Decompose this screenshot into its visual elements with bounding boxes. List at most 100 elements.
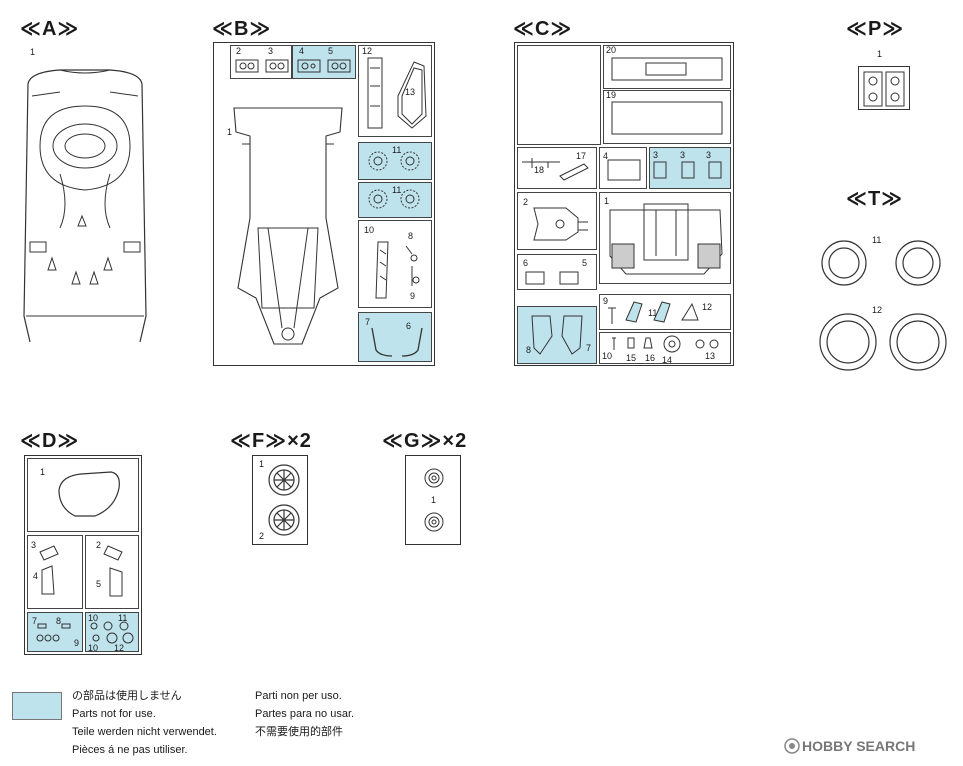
header-g: ≪G≫×2 bbox=[382, 430, 468, 452]
cell-c-20 bbox=[603, 45, 731, 89]
watermark-logo: HOBBY SEARCH bbox=[802, 738, 916, 754]
part-number: 4 bbox=[603, 151, 609, 161]
part-number: 2 bbox=[523, 197, 529, 207]
legend-text-it: Parti non per uso. bbox=[255, 690, 342, 702]
part-number: 11 bbox=[118, 613, 128, 623]
chassis-drawing bbox=[233, 107, 343, 345]
part-number: 3 bbox=[653, 150, 659, 160]
cell-c-2 bbox=[517, 192, 597, 250]
part-number: 5 bbox=[582, 258, 588, 268]
part-number: 2 bbox=[236, 46, 242, 56]
cell-c-17-18 bbox=[517, 147, 597, 189]
cell-b-7-6 bbox=[358, 312, 432, 362]
cell-c-10-13 bbox=[599, 332, 731, 364]
cell-d-1 bbox=[27, 458, 139, 532]
part-number: 9 bbox=[74, 638, 80, 648]
cell-c-blank bbox=[517, 45, 601, 145]
part-number: 8 bbox=[56, 616, 62, 626]
windscreen-drawing bbox=[58, 471, 120, 517]
not-for-use-swatch bbox=[12, 692, 62, 720]
part-number: 7 bbox=[586, 343, 592, 353]
part-number: 12 bbox=[702, 302, 713, 312]
side-plate-drawing bbox=[371, 327, 423, 357]
part-number: 8 bbox=[408, 231, 414, 241]
side-pod-drawing bbox=[531, 315, 583, 355]
cell-d-2-5 bbox=[85, 535, 139, 609]
part-number: 3 bbox=[706, 150, 712, 160]
legend-text-en: Parts not for use. bbox=[72, 708, 156, 720]
header-p: ≪P≫ bbox=[846, 18, 905, 40]
seat-parts-drawing bbox=[235, 59, 351, 73]
part-number: 3 bbox=[31, 540, 37, 550]
cell-c-1 bbox=[599, 192, 731, 284]
part-number: 15 bbox=[626, 353, 637, 363]
suspension-parts-drawing bbox=[608, 301, 699, 324]
hobby-search-logo-icon bbox=[784, 738, 800, 754]
part-number: 3 bbox=[268, 46, 274, 56]
part-number: 11 bbox=[392, 185, 402, 195]
body-shell-drawing bbox=[23, 69, 147, 343]
cell-d-7-9 bbox=[27, 612, 83, 652]
part-number: 3 bbox=[680, 150, 686, 160]
part-number: 4 bbox=[33, 571, 39, 581]
small-plate-drawing bbox=[653, 161, 722, 179]
part-number: 20 bbox=[606, 45, 617, 55]
legend-text-fr: Pièces á ne pas utiliser. bbox=[72, 744, 188, 756]
part-number: 11 bbox=[872, 235, 882, 245]
part-number: 6 bbox=[406, 321, 412, 331]
part-number: 12 bbox=[114, 643, 125, 653]
legend-text-jp: の部品は使用しません bbox=[72, 690, 182, 702]
part-number: 2 bbox=[259, 531, 265, 541]
part-number: 11 bbox=[648, 308, 658, 318]
part-number: 13 bbox=[705, 351, 716, 361]
part-number: 2 bbox=[96, 540, 102, 550]
legend-text-zh: 不需要使用的部件 bbox=[255, 726, 343, 738]
cell-c-9-12 bbox=[599, 294, 731, 330]
sprue-f-frame bbox=[252, 455, 308, 545]
part-number: 1 bbox=[40, 467, 46, 477]
cell-c-3 bbox=[649, 147, 731, 189]
part-number: 12 bbox=[362, 46, 373, 56]
header-c: ≪C≫ bbox=[513, 18, 573, 40]
cell-b-12-13 bbox=[358, 45, 432, 137]
part-number: 9 bbox=[410, 291, 416, 301]
engine-block-drawing bbox=[609, 203, 723, 275]
clear-parts-drawing bbox=[39, 545, 123, 597]
header-d: ≪D≫ bbox=[20, 430, 80, 452]
cell-c-8-7 bbox=[517, 306, 597, 364]
part-number: 13 bbox=[405, 87, 416, 97]
seat-drawing bbox=[533, 207, 588, 241]
part-number: 1 bbox=[227, 127, 233, 137]
header-f: ≪F≫×2 bbox=[230, 430, 312, 452]
hub-parts-drawing bbox=[424, 468, 444, 532]
part-number: 10 bbox=[364, 225, 375, 235]
cell-b-4-5 bbox=[292, 45, 356, 79]
header-a: ≪A≫ bbox=[20, 18, 80, 40]
part-number: 19 bbox=[606, 90, 617, 100]
part-number: 5 bbox=[328, 46, 334, 56]
cell-c-19 bbox=[603, 90, 731, 144]
part-number: 1 bbox=[604, 196, 610, 206]
pipe-parts-drawing bbox=[375, 241, 420, 299]
part-number: 16 bbox=[645, 353, 656, 363]
part-number: 18 bbox=[534, 165, 545, 175]
legend-text-de: Teile werden nicht verwendet. bbox=[72, 726, 217, 738]
cell-b-11-bottom bbox=[358, 182, 432, 218]
front-wing-drawing bbox=[611, 101, 723, 135]
small-blocks-drawing bbox=[525, 271, 579, 285]
part-number: 5 bbox=[96, 579, 102, 589]
cell-b-11-top bbox=[358, 142, 432, 180]
header-t: ≪T≫ bbox=[846, 188, 904, 210]
wing-parts-drawing bbox=[367, 57, 427, 129]
header-b: ≪B≫ bbox=[212, 18, 272, 40]
lamp-parts-drawing bbox=[863, 71, 905, 107]
mirror-part-drawing bbox=[607, 159, 641, 181]
part-number: 10 bbox=[88, 613, 99, 623]
part-number: 8 bbox=[526, 345, 532, 355]
front-tires-drawing bbox=[821, 240, 941, 286]
part-number: 4 bbox=[299, 46, 305, 56]
cell-d-10-12 bbox=[85, 612, 139, 652]
cell-b-10-9 bbox=[358, 220, 432, 308]
part-number: 10 bbox=[88, 643, 99, 653]
part-number: 12 bbox=[872, 305, 883, 315]
